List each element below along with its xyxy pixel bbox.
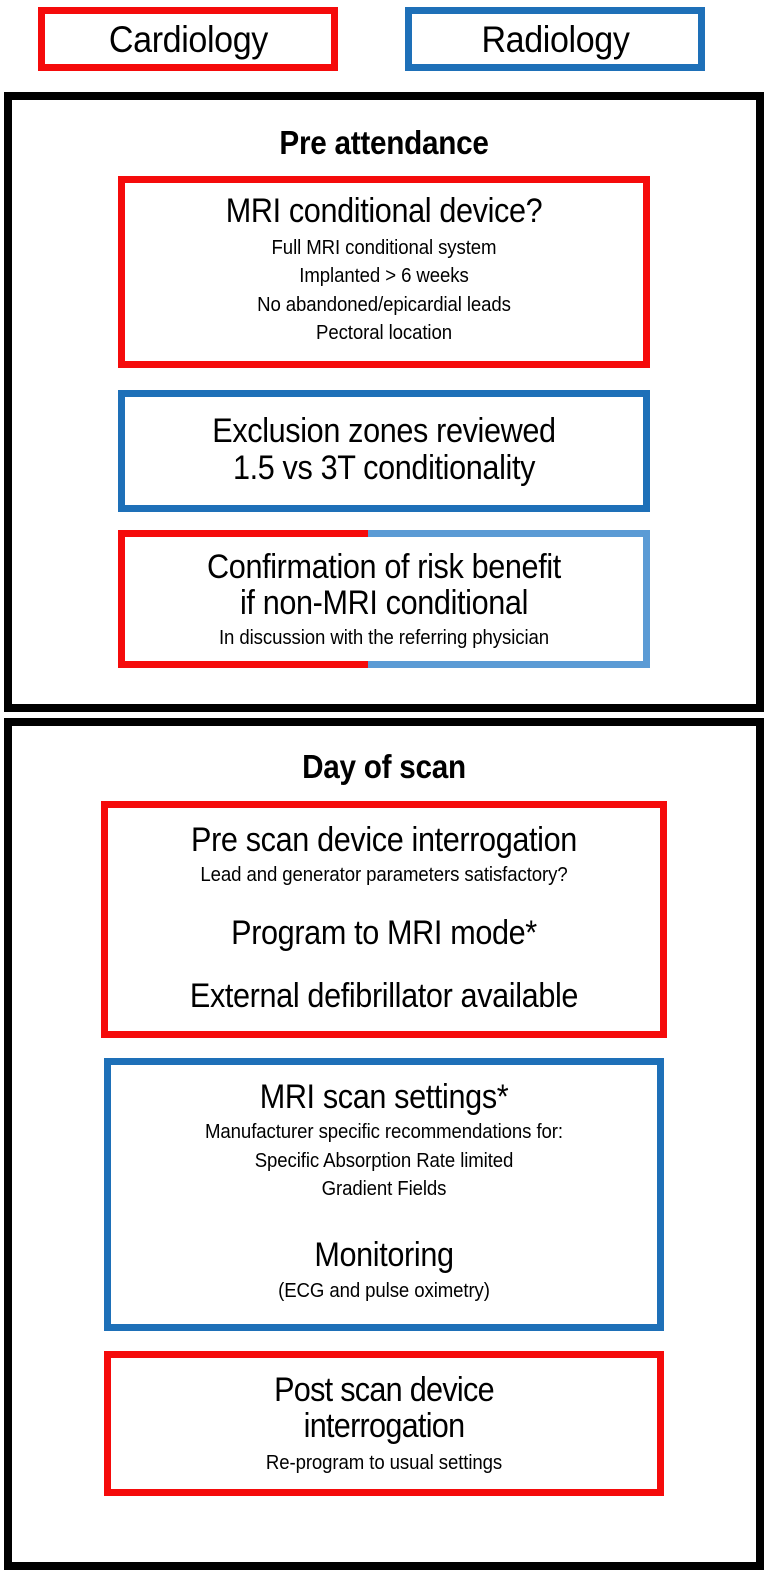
legend-item-cardiology[interactable]: Cardiology [38,7,338,71]
step-pre-scan-device-interrogation[interactable]: Pre scan device interrogation Lead and g… [101,801,667,1038]
step-subtext: Re-program to usual settings [265,1451,503,1474]
step-exclusion-zones-reviewed[interactable]: Exclusion zones reviewed 1.5 vs 3T condi… [118,390,650,512]
step-title: Confirmation of risk benefit if non-MRI … [207,547,561,623]
legend-item-radiology[interactable]: Radiology [405,7,705,71]
step-subtext: Full MRI conditional system Implanted > … [257,236,511,344]
step-mri-conditional-device[interactable]: MRI conditional device? Full MRI conditi… [118,176,650,369]
panel-pre-attendance: Pre attendance MRI conditional device? F… [4,92,764,712]
step-title: MRI conditional device? [225,192,543,230]
step-subtext: Manufacturer specific recommendations fo… [205,1121,563,1201]
step-mri-scan-settings[interactable]: MRI scan settings* Manufacturer specific… [104,1057,664,1331]
legend: Cardiology Radiology [0,0,768,86]
step-confirmation-of-risk-benefit[interactable]: Confirmation of risk benefit if non-MRI … [118,529,650,668]
split-border-right-radiology [643,529,650,668]
step-subtext: In discussion with the referring physici… [218,627,550,650]
step-subtext: Lead and generator parameters satisfacto… [200,863,568,886]
step-title: Pre scan device interrogation [191,821,577,859]
panel-title-pre-attendance: Pre attendance [279,124,489,161]
step-title-program-to-mri-mode: Program to MRI mode* [231,914,537,953]
step-post-scan-device-interrogation[interactable]: Post scan device interrogation Re-progra… [104,1350,664,1497]
panel-title-day-of-scan: Day of scan [302,748,466,785]
panel-day-of-scan: Day of scan Pre scan device interrogatio… [4,718,764,1570]
step-title-monitoring: Monitoring [314,1236,454,1275]
legend-label-radiology: Radiology [480,18,630,60]
step-title-external-defibrillator: External defibrillator available [189,976,579,1015]
step-subtext-monitoring: (ECG and pulse oximetry) [278,1280,490,1303]
step-body: Confirmation of risk benefit if non-MRI … [125,536,643,661]
split-border-left-cardiology [118,529,125,668]
step-title: Post scan device interrogation [274,1370,495,1446]
legend-label-cardiology: Cardiology [108,18,268,60]
step-title: MRI scan settings* [259,1077,509,1116]
step-title: Exclusion zones reviewed 1.5 vs 3T condi… [212,412,556,487]
